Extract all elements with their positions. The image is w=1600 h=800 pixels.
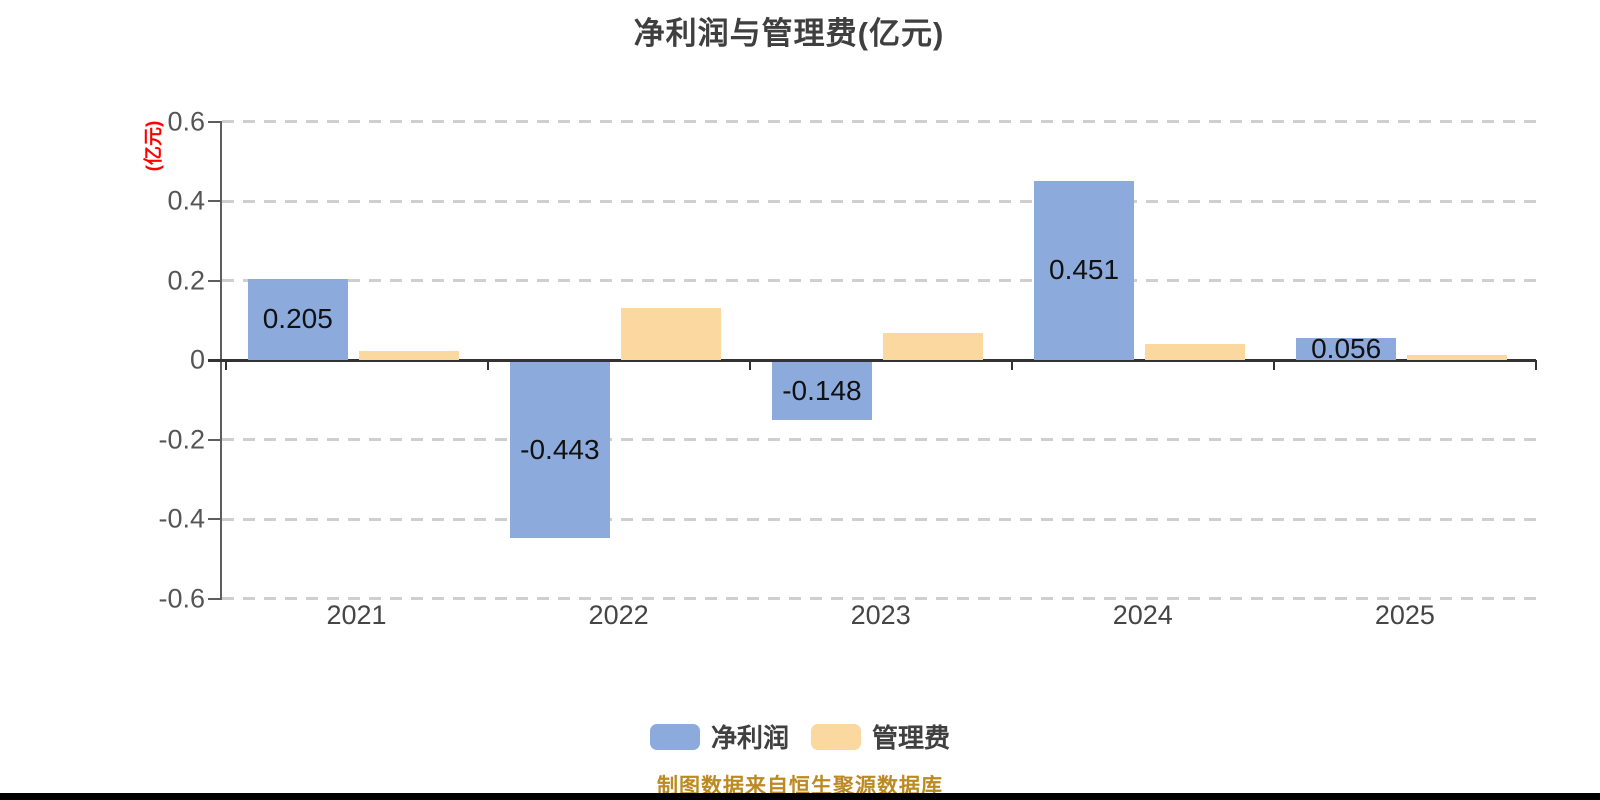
y-axis-tick bbox=[208, 200, 222, 202]
x-axis-tick bbox=[1010, 360, 1013, 370]
net-profit-bar-2021[interactable]: 0.205 bbox=[247, 278, 348, 360]
legend: 净利润 管理费 bbox=[0, 718, 1600, 755]
gridline bbox=[222, 438, 1536, 441]
x-axis-label-2023: 2023 bbox=[850, 600, 911, 630]
y-axis-tick-label: 0 bbox=[189, 344, 205, 375]
y-axis-tick bbox=[208, 279, 222, 282]
gridline bbox=[222, 517, 1536, 521]
y-axis-tick-label: -0.6 bbox=[158, 583, 205, 613]
y-axis-tick-label: 0.6 bbox=[167, 106, 205, 136]
y-axis-tick bbox=[208, 597, 222, 600]
y-axis-tick-label: 0.4 bbox=[167, 185, 205, 216]
management-fee-bar-2023[interactable] bbox=[882, 332, 984, 360]
x-axis-tick bbox=[1272, 360, 1275, 370]
net-profit-swatch bbox=[649, 723, 700, 750]
management-fee-bar-2022[interactable] bbox=[620, 308, 722, 360]
legend-item-net-profit[interactable]: 净利润 bbox=[649, 718, 789, 755]
y-axis-tick-label: -0.2 bbox=[158, 424, 205, 454]
net-profit-legend-label: 净利润 bbox=[710, 723, 789, 753]
x-axis-tick bbox=[224, 360, 227, 370]
net-profit-bar-2024[interactable]: 0.451 bbox=[1033, 180, 1135, 360]
x-axis-tick bbox=[1535, 360, 1537, 370]
bar-value-label: -0.443 bbox=[520, 433, 600, 465]
management-fee-legend-label: 管理费 bbox=[872, 723, 951, 753]
management-fee-bar-2021[interactable] bbox=[358, 350, 459, 360]
gridline bbox=[222, 199, 1536, 203]
bottom-black-strip bbox=[0, 793, 1600, 800]
x-axis-label-2024: 2024 bbox=[1112, 600, 1173, 630]
x-axis-zero-line bbox=[208, 358, 1536, 362]
y-axis-tick bbox=[208, 518, 222, 520]
y-axis-tick-label: 0.2 bbox=[167, 265, 205, 295]
gridline bbox=[222, 597, 1536, 600]
y-axis-tick bbox=[208, 120, 222, 123]
net-profit-bar-2025[interactable]: 0.056 bbox=[1295, 333, 1397, 364]
bar-value-label: 0.205 bbox=[262, 303, 333, 335]
x-axis-label-2022: 2022 bbox=[588, 600, 649, 630]
x-axis-label-2021: 2021 bbox=[326, 600, 387, 630]
net-profit-bar-2023[interactable]: -0.148 bbox=[771, 361, 873, 421]
net-profit-bar-2022[interactable]: -0.443 bbox=[509, 361, 611, 538]
y-axis-tick bbox=[208, 438, 222, 441]
chart-title: 净利润与管理费(亿元) bbox=[633, 16, 945, 51]
gridline bbox=[222, 120, 1536, 123]
bar-value-label: 0.056 bbox=[1311, 332, 1382, 364]
x-axis-label-2025: 2025 bbox=[1374, 600, 1435, 630]
y-axis-tick-label: -0.4 bbox=[158, 503, 205, 534]
data-source-note: 制图数据来自恒生聚源数据库 bbox=[657, 775, 943, 798]
x-axis-tick bbox=[486, 360, 489, 370]
bar-value-label: -0.148 bbox=[782, 374, 862, 406]
legend-item-management-fee[interactable]: 管理费 bbox=[811, 718, 950, 755]
management-fee-bar-2025[interactable] bbox=[1406, 354, 1508, 360]
x-axis-tick bbox=[748, 360, 751, 370]
management-fee-swatch bbox=[811, 723, 861, 750]
bar-value-label: 0.451 bbox=[1049, 254, 1120, 286]
management-fee-bar-2024[interactable] bbox=[1144, 344, 1246, 360]
gridline bbox=[222, 279, 1536, 282]
